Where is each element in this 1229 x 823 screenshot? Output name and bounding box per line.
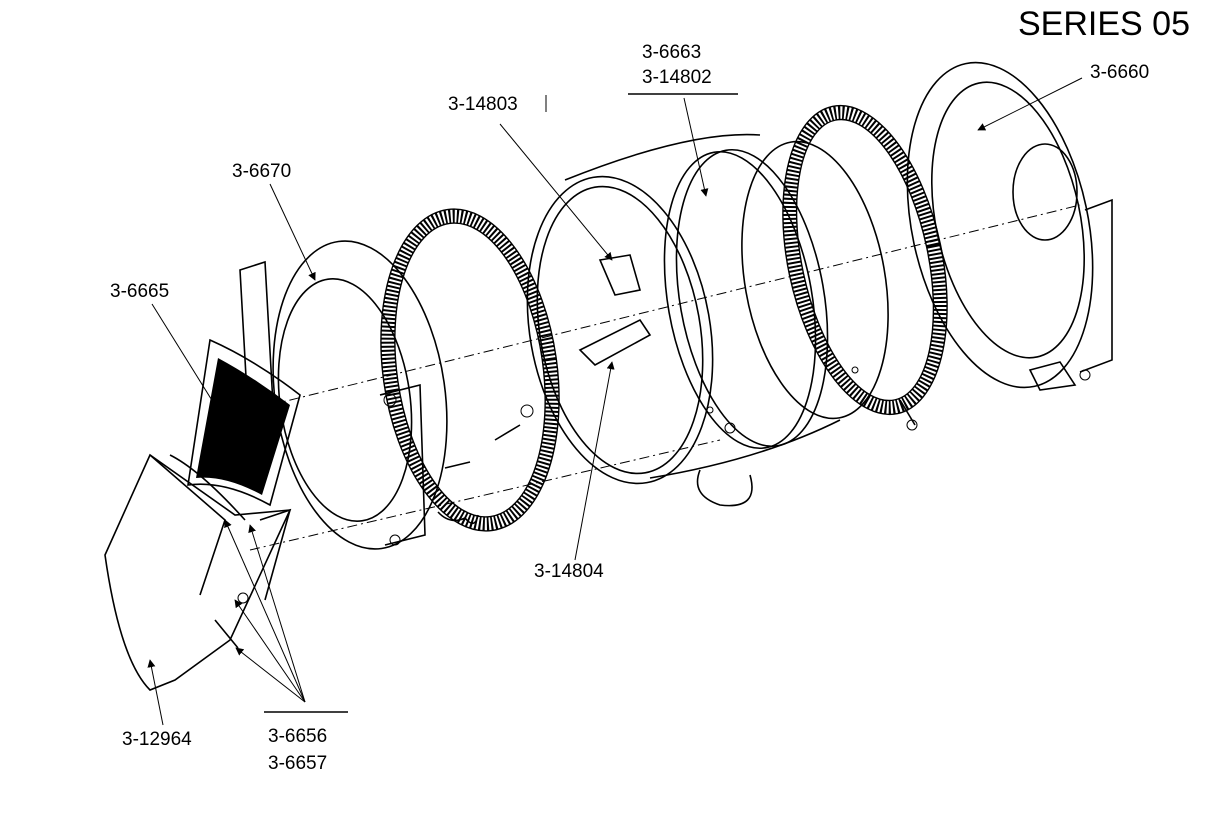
dryer-drum xyxy=(526,133,889,507)
label-3-6660: 3-6660 xyxy=(1090,62,1149,83)
label-3-14803: 3-14803 xyxy=(448,94,518,115)
label-3-14804: 3-14804 xyxy=(534,561,604,582)
label-3-14802: 3-14802 xyxy=(642,67,712,88)
label-3-6670: 3-6670 xyxy=(232,161,291,182)
label-3-6657: 3-6657 xyxy=(268,753,327,774)
lint-screen xyxy=(187,338,301,507)
rear-gasket xyxy=(782,104,948,431)
front-gasket xyxy=(380,208,560,532)
leader-lines xyxy=(147,77,1083,726)
rear-panel xyxy=(906,61,1113,391)
label-3-6665: 3-6665 xyxy=(110,281,169,302)
label-3-12964: 3-12964 xyxy=(122,729,192,750)
assembly-axes xyxy=(249,204,1081,551)
label-3-6663: 3-6663 xyxy=(642,42,701,63)
hardware-screws xyxy=(437,404,534,525)
label-3-6656: 3-6656 xyxy=(268,726,327,747)
series-title: SERIES 05 xyxy=(1018,5,1190,43)
